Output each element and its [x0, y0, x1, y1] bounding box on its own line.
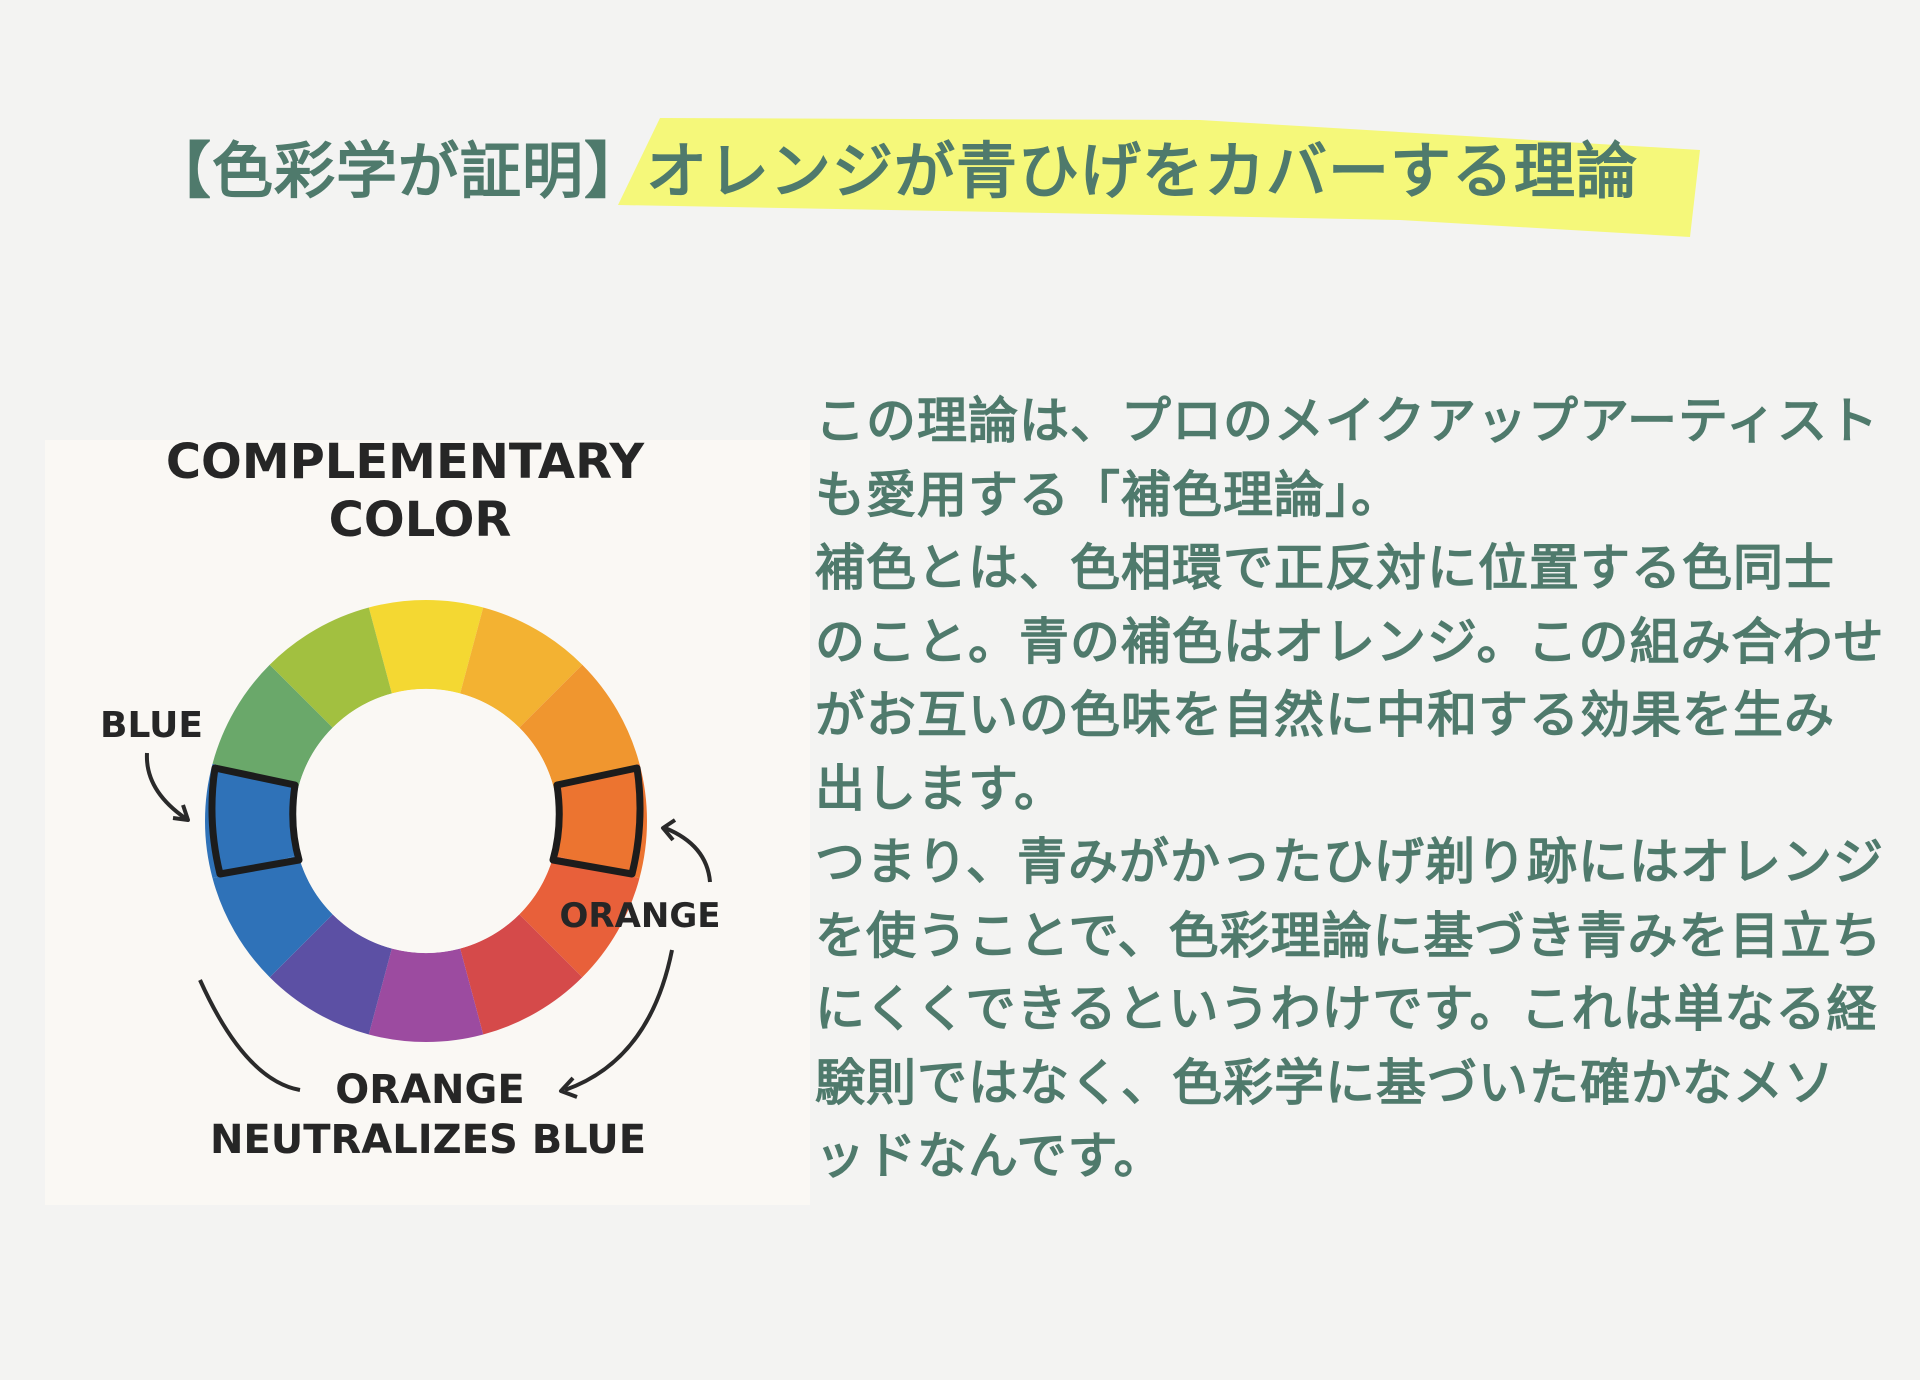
orange-segment-outline	[549, 764, 644, 878]
wheel-segment	[519, 855, 640, 978]
complementary-color-diagram: COMPLEMENTARY COLOR BLUE ORANGE ORANGE N…	[45, 440, 810, 1205]
blue-segment-outline	[208, 764, 303, 878]
caption-line2: NEUTRALIZES BLUE	[210, 1117, 646, 1163]
color-wheel	[205, 600, 647, 1042]
wheel-segment	[519, 664, 640, 787]
neutralize-right-arrow	[564, 949, 674, 1092]
wheel-segment	[269, 914, 392, 1035]
diagram-canvas: COMPLEMENTARY COLOR BLUE ORANGE ORANGE N…	[100, 440, 721, 1163]
body-text: この理論は、プロのメイクアップアーティストも愛用する「補色理論」。 補色とは、色…	[815, 385, 1885, 1194]
orange-arrow	[664, 826, 712, 883]
diagram-heading-line1: COMPLEMENTARY	[166, 440, 646, 490]
wheel-center	[294, 689, 558, 953]
wheel-segment	[553, 763, 647, 879]
caption-line1: ORANGE	[335, 1067, 524, 1113]
orange-arrow-head	[661, 818, 677, 842]
wheel-segment	[368, 600, 484, 694]
body-paragraph-3: つまり、青みがかったひげ剃り跡にはオレンジを使うことで、色彩理論に基づき青みを目…	[815, 833, 1884, 1185]
label-orange: ORANGE	[560, 896, 721, 936]
wheel-segment	[368, 948, 484, 1042]
wheel-segment	[269, 607, 392, 728]
wheel-segment	[205, 763, 299, 879]
title-highlight	[618, 118, 1700, 237]
wheel-segment	[212, 664, 333, 787]
diagram-heading-line2: COLOR	[329, 492, 512, 548]
label-blue: BLUE	[100, 705, 203, 746]
page-title: 【色彩学が証明】オレンジが青ひげをカバーする理論	[150, 136, 1639, 207]
neutralize-right-arrow-head	[559, 1076, 578, 1099]
blue-arrow	[144, 752, 187, 820]
body-paragraph-1: この理論は、プロのメイクアップアーティストも愛用する「補色理論」。	[815, 392, 1879, 524]
wheel-segment	[212, 855, 333, 978]
blue-arrow-head	[172, 804, 190, 822]
wheel-segment	[460, 914, 583, 1035]
body-paragraph-2: 補色とは、色相環で正反対に位置する色同士のこと。青の補色はオレンジ。この組み合わ…	[815, 539, 1885, 818]
wheel-segment	[460, 607, 583, 728]
neutralize-left-arc	[198, 979, 301, 1092]
